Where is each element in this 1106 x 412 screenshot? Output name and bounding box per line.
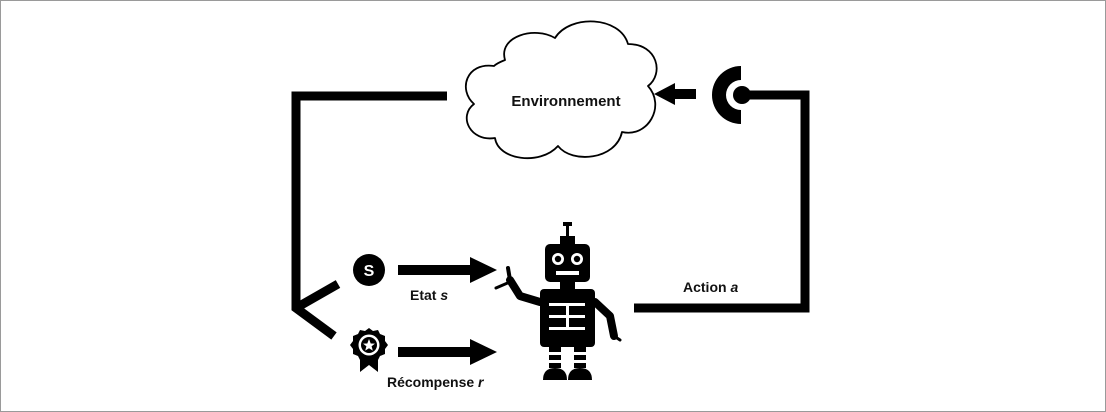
action-label: Action a — [683, 279, 738, 295]
state-branch-line — [293, 280, 341, 312]
reward-arrow — [398, 339, 497, 365]
reward-label: Récompense r — [387, 374, 485, 390]
state-arrow — [398, 257, 497, 283]
feedback-line — [291, 91, 447, 340]
state-badge-letter: S — [364, 263, 375, 280]
action-arrow — [654, 83, 696, 105]
cloud-icon — [464, 20, 658, 160]
state-label: Etat s — [410, 287, 448, 303]
action-line — [634, 90, 810, 313]
state-circle-icon: S — [353, 254, 385, 286]
robot-icon — [494, 222, 622, 380]
award-badge-icon — [350, 328, 388, 372]
environment-label: Environnement — [511, 93, 620, 110]
target-icon — [712, 66, 751, 124]
